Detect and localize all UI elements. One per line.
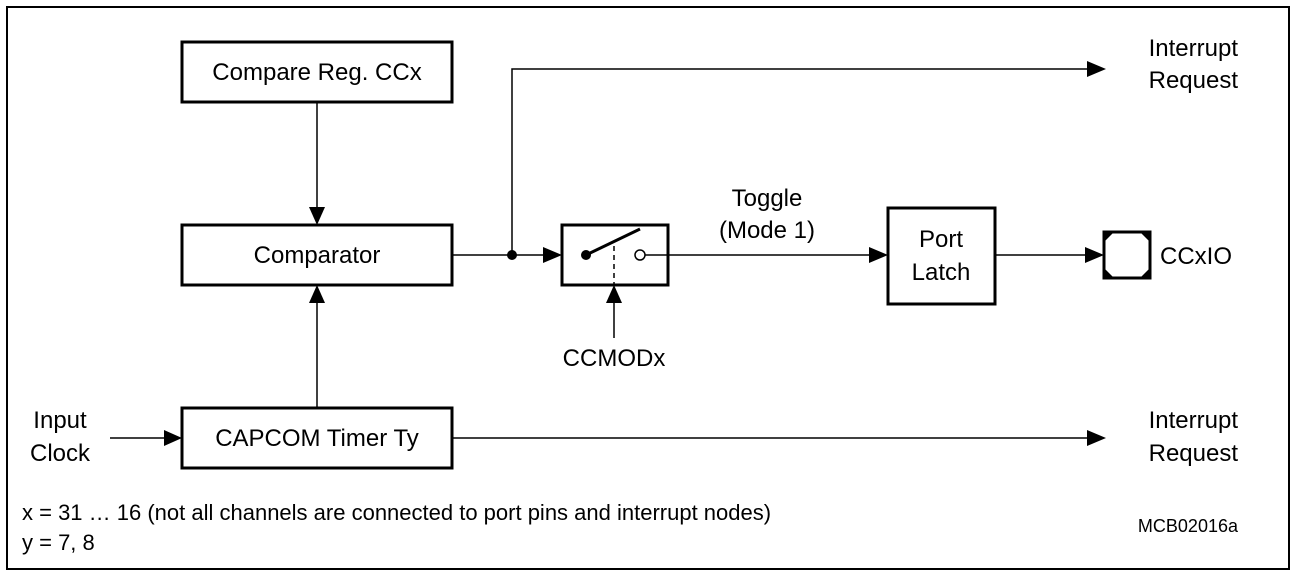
capcom-timer-label: CAPCOM Timer Ty (215, 425, 419, 452)
y-range-note: y = 7, 8 (22, 530, 95, 555)
ccmodx-wire (606, 285, 622, 338)
port-latch-label-line1: Port (919, 226, 963, 253)
interrupt-request-top-label-line1: Interrupt (1149, 35, 1239, 62)
interrupt-request-bottom-label-line1: Interrupt (1149, 407, 1239, 434)
comparator-block: Comparator (180, 223, 454, 287)
timer-to-comparator-wire (309, 285, 325, 408)
input-clock-label-line2: Clock (30, 440, 91, 467)
arrowhead-up-icon (309, 285, 325, 303)
interrupt-request-top-label-line2: Request (1149, 67, 1239, 94)
compare-register-label: Compare Reg. CCx (212, 59, 421, 86)
toggle-label-line2: (Mode 1) (719, 217, 815, 244)
arrowhead-down-icon (309, 207, 325, 225)
compare-to-comparator-wire (309, 102, 325, 225)
port-latch-label-line2: Latch (912, 259, 971, 286)
toggle-label-line1: Toggle (732, 185, 803, 212)
ccmodx-label: CCMODx (563, 345, 666, 372)
figure-id-label: MCB02016a (1138, 516, 1239, 536)
pin-label: CCxIO (1160, 243, 1232, 270)
arrowhead-right-icon (869, 247, 888, 263)
toggle-wire (645, 247, 888, 263)
arrowhead-right-icon (1087, 61, 1106, 77)
interrupt-request-bottom-label-line2: Request (1149, 440, 1239, 467)
switch-contact-circle (634, 249, 646, 261)
input-clock-label-line1: Input (33, 407, 87, 434)
port-latch-block: Port Latch (886, 206, 997, 306)
timer-interrupt-wire (452, 430, 1106, 446)
arrowhead-up-icon (606, 285, 622, 303)
arrowhead-right-icon (543, 247, 562, 263)
latch-to-pin-wire (995, 247, 1104, 263)
arrowhead-right-icon (164, 430, 182, 446)
input-clock-wire (110, 430, 182, 446)
capcom-timer-block: CAPCOM Timer Ty (180, 406, 454, 470)
x-range-note: x = 31 … 16 (not all channels are connec… (22, 500, 771, 525)
comparator-label: Comparator (254, 242, 381, 269)
arrowhead-right-icon (1087, 430, 1106, 446)
comparator-interrupt-wire (511, 61, 1106, 255)
pin-icon (1102, 230, 1152, 280)
compare-register-block: Compare Reg. CCx (180, 40, 454, 104)
switch-lever (585, 227, 641, 257)
arrowhead-right-icon (1085, 247, 1104, 263)
